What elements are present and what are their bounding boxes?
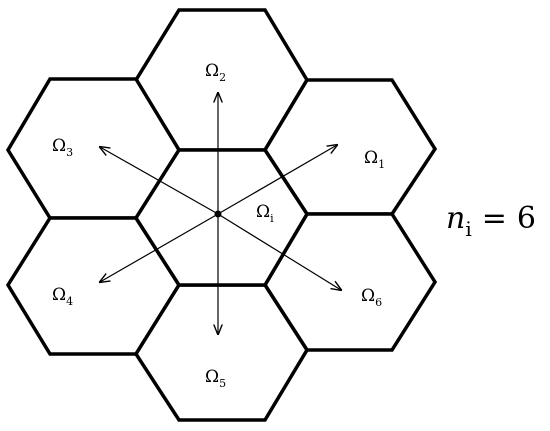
- label-omega-1: Ω1: [364, 148, 385, 171]
- equation-value: 6: [517, 201, 536, 236]
- equation-operator: =: [482, 201, 507, 236]
- label-omega-3: Ω3: [52, 136, 73, 159]
- label-omega-5: Ω5: [205, 367, 226, 390]
- arrow-to-omega-1: [217, 145, 337, 215]
- equation-subscript: i: [465, 217, 471, 241]
- neighbor-arrows: [100, 93, 341, 334]
- arrow-to-omega-4: [100, 213, 219, 282]
- arrow-to-omega-6: [217, 213, 341, 290]
- center-point: [214, 210, 222, 218]
- label-omega-2: Ω2: [205, 61, 226, 84]
- neighbor-count-equation: ni = 6: [446, 201, 536, 241]
- label-omega-i: Ωi: [256, 202, 274, 225]
- equation-variable: n: [446, 201, 465, 236]
- arrow-to-omega-3: [100, 147, 219, 215]
- hex-cell-omega-i: [133, 148, 310, 287]
- label-omega-6: Ω6: [361, 286, 382, 309]
- label-omega-4: Ω4: [52, 285, 73, 308]
